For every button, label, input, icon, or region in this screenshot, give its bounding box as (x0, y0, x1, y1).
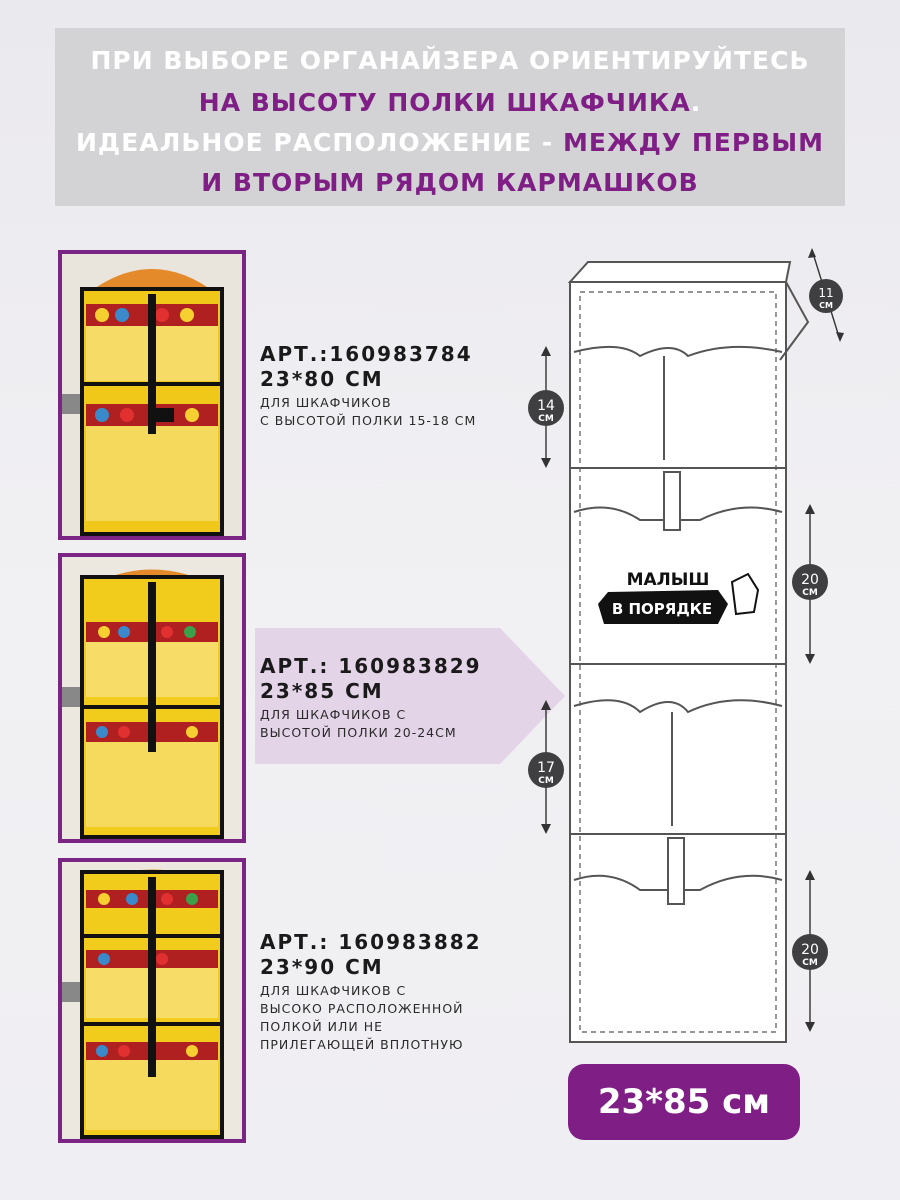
dim-3-unit: СМ (802, 588, 818, 598)
dim-5-unit: СМ (802, 958, 818, 968)
header-line-1: ПРИ ВЫБОРЕ ОРГАНАЙЗЕРА ОРИЕНТИРУЙТЕСЬ (90, 46, 810, 75)
logo-line-2: В ПОРЯДКЕ (612, 600, 712, 618)
product-photo-2 (58, 553, 246, 843)
product-2-art: АРТ.: 160983829 (260, 654, 482, 678)
dim-1-unit: СМ (819, 301, 833, 310)
malysh-logo-icon (598, 572, 760, 624)
dim-5-num: 20 (801, 942, 819, 958)
product-1-art: АРТ.:160983784 (260, 342, 473, 366)
product-3-art: АРТ.: 160983882 (260, 930, 482, 954)
organizer-diagram: МАЛЫШ В ПОРЯДКЕ 11 СМ 14 СМ 20 СМ 17 СМ … (528, 248, 844, 1043)
product-1-desc-1: ДЛЯ ШКАФЧИКОВ (260, 395, 392, 410)
product-3-desc-3: ПОЛКОЙ ИЛИ НЕ (260, 1019, 384, 1034)
product-3-desc-2: ВЫСОКО РАСПОЛОЖЕННОЙ (260, 1001, 464, 1016)
product-3-size: 23*90 СМ (260, 955, 384, 979)
logo-line-1: МАЛЫШ (627, 570, 710, 590)
header-line-3-white: ИДЕАЛЬНОЕ РАСПОЛОЖЕНИЕ - (76, 128, 554, 157)
product-photo-1 (58, 250, 246, 540)
dim-1-num: 11 (818, 286, 833, 300)
highlight-arrow (255, 628, 565, 764)
header-line-3-purple: МЕЖДУ ПЕРВЫМ (563, 128, 824, 157)
dim-3-num: 20 (801, 572, 819, 588)
dim-2-num: 14 (537, 398, 555, 414)
product-2-desc-2: ВЫСОТОЙ ПОЛКИ 20-24СМ (260, 725, 457, 740)
size-badge: 23*85 см (568, 1064, 800, 1140)
header-line-2-text: НА ВЫСОТУ ПОЛКИ ШКАФЧИКА (198, 88, 691, 117)
header-banner (55, 28, 845, 206)
product-3-desc-1: ДЛЯ ШКАФЧИКОВ С (260, 983, 407, 998)
product-3-desc-4: ПРИЛЕГАЮЩЕЙ ВПЛОТНУЮ (260, 1037, 464, 1052)
product-1-desc-2: С ВЫСОТОЙ ПОЛКИ 15-18 СМ (260, 413, 477, 428)
product-1-size: 23*80 СМ (260, 367, 384, 391)
dim-2-unit: СМ (538, 414, 554, 424)
product-photo-3 (58, 858, 246, 1143)
product-2-size: 23*85 СМ (260, 679, 384, 703)
header-line-2: НА ВЫСОТУ ПОЛКИ ШКАФЧИКА. (55, 86, 845, 120)
header-line-2-dot: . (690, 88, 702, 117)
header-line-4: И ВТОРЫМ РЯДОМ КАРМАШКОВ (201, 168, 699, 197)
header-line-3: ИДЕАЛЬНОЕ РАСПОЛОЖЕНИЕ - МЕЖДУ ПЕРВЫМ (55, 126, 845, 160)
dim-4-unit: СМ (538, 776, 554, 786)
product-2-desc-1: ДЛЯ ШКАФЧИКОВ С (260, 707, 407, 722)
dim-4-num: 17 (537, 760, 555, 776)
